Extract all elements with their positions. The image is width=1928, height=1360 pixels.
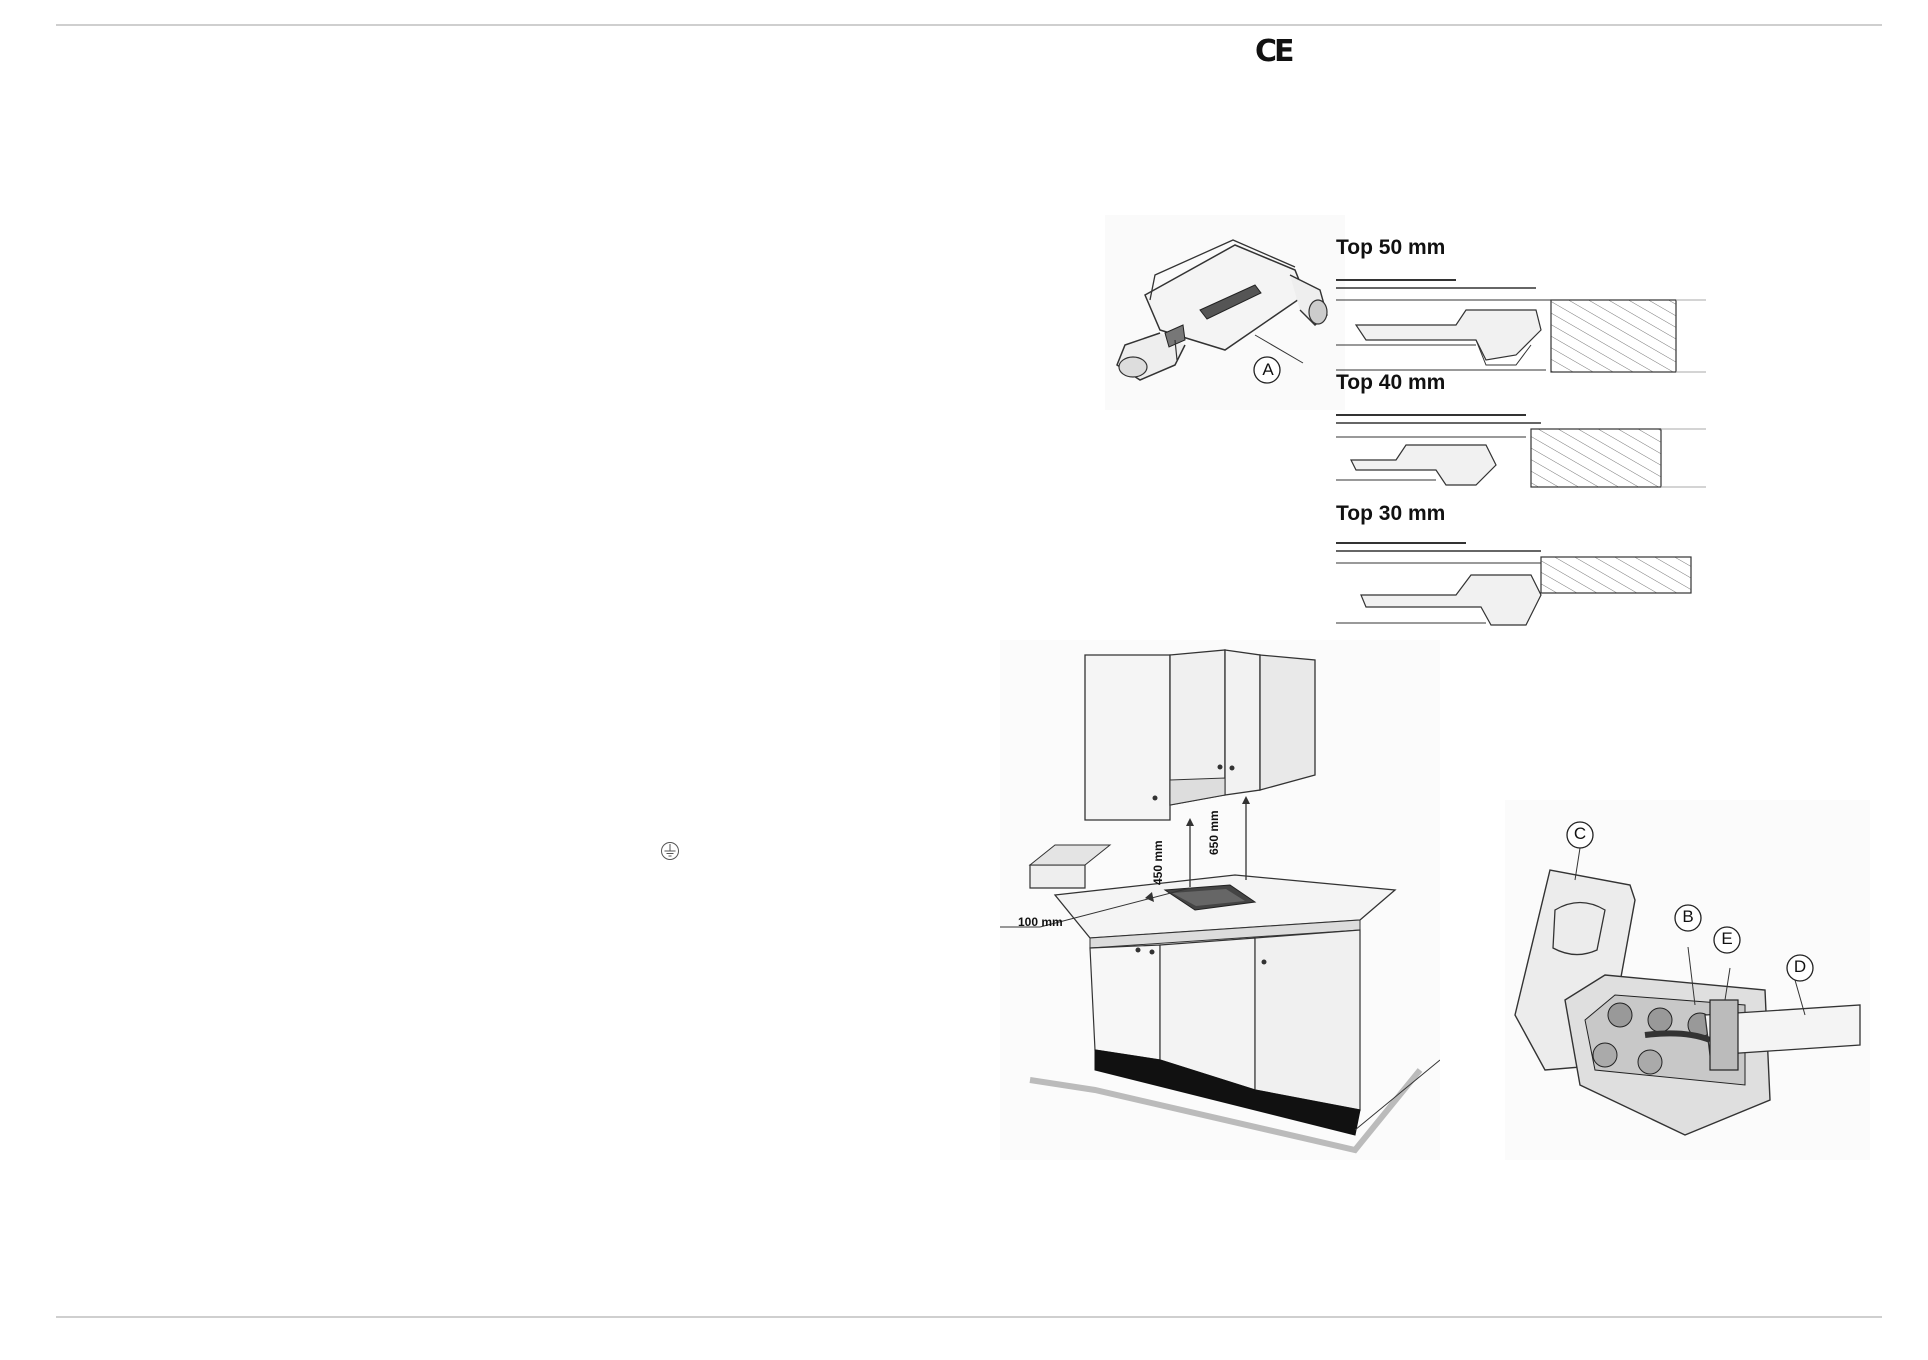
top-rule <box>56 24 1882 26</box>
dim-label-650: 650 mm <box>1207 810 1221 855</box>
worktop-label-30: Top 30 mm <box>1336 502 1446 525</box>
worktop-section-40 <box>1336 414 1706 488</box>
worktop-label-40: Top 40 mm <box>1336 371 1446 394</box>
dim-label-450: 450 mm <box>1151 840 1165 885</box>
dim-label-100: 100 mm <box>1018 915 1063 929</box>
callout-d: D <box>1793 957 1807 976</box>
worktop-section-50 <box>1336 279 1706 373</box>
worktop-label-50: Top 50 mm <box>1336 236 1446 259</box>
terminal-block-figure <box>1505 800 1870 1160</box>
callout-b: B <box>1682 907 1694 926</box>
ce-mark: CE <box>1255 34 1294 69</box>
callout-e: E <box>1721 929 1733 948</box>
earth-ground-icon <box>661 842 679 860</box>
callout-a-circle <box>1253 356 1281 384</box>
mounting-clip-figure <box>1105 215 1345 410</box>
kitchen-clearance-figure <box>1000 640 1440 1160</box>
callout-a: A <box>1262 360 1274 379</box>
callout-c: C <box>1573 824 1587 843</box>
worktop-section-30 <box>1336 542 1692 626</box>
bottom-rule <box>56 1316 1882 1318</box>
